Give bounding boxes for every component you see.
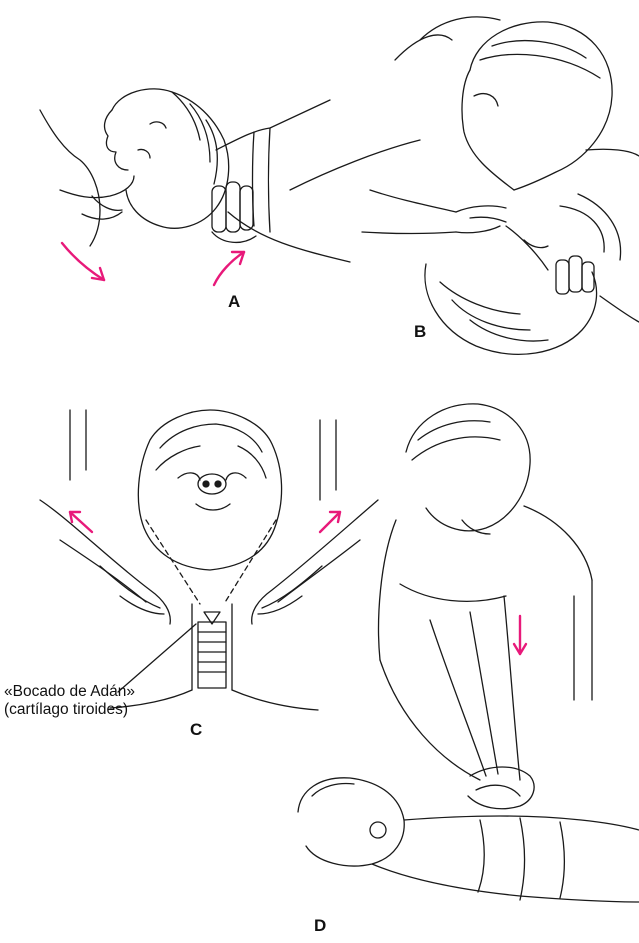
- panel-label-c: C: [190, 720, 202, 740]
- panel-label-d: D: [314, 916, 326, 936]
- adams-apple-callout: «Bocado de Adán» (cartílago tiroides): [4, 683, 135, 719]
- panel-c-jaw-thrust: [40, 410, 378, 710]
- callout-line-2: (cartílago tiroides): [4, 701, 135, 719]
- panel-a-arrows: [62, 243, 244, 285]
- arrow-up: [214, 252, 244, 285]
- panel-c-arrows: [70, 512, 340, 532]
- callout-leader: [118, 624, 196, 692]
- panel-d-compressions: [298, 404, 639, 902]
- panel-label-b: B: [414, 322, 426, 342]
- arrow-left: [62, 243, 104, 280]
- arrow-up-left: [70, 512, 92, 532]
- panel-label-a: A: [228, 292, 240, 312]
- panel-b-rescue-breath: [362, 17, 639, 354]
- callout-line-1: «Bocado de Adán»: [4, 683, 135, 701]
- panel-a-head-tilt: [40, 89, 420, 262]
- panel-d-arrow: [514, 616, 526, 654]
